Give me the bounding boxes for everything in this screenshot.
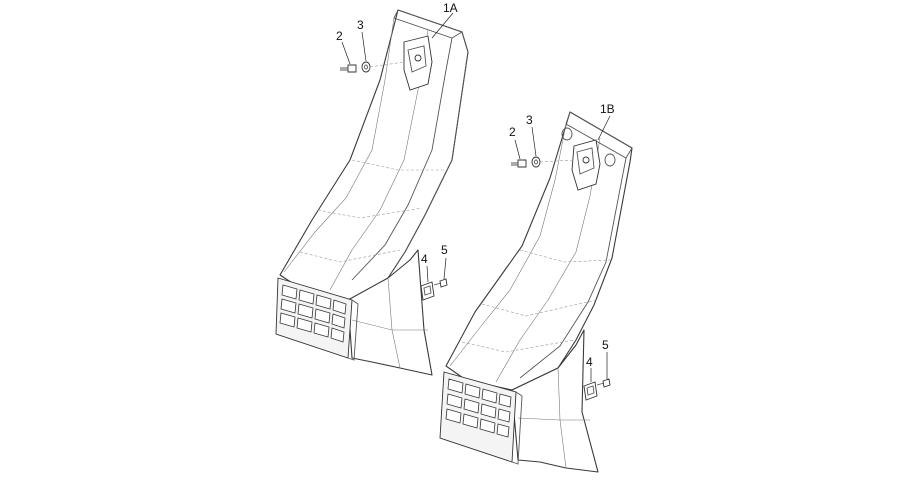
label-5-1a: 5 [441,243,448,257]
mount-hole-right-1b [604,153,616,167]
pillar-trim-panel-1b [439,111,633,473]
label-4-1b: 4 [586,355,593,369]
clip-4-1b [583,381,598,401]
label-4-1a: 4 [421,252,428,266]
label-2-1b: 2 [509,125,516,139]
washer-3-1a [361,61,371,73]
label-1b: 1B [600,102,615,116]
washer-3-1b [531,156,541,168]
label-3-1b: 3 [526,113,533,127]
vent-grille-1b [439,371,523,465]
pillar-trim-panel-1a [275,9,469,376]
screw-2-1a [340,64,357,73]
mount-hole-left-1b [561,127,573,141]
label-1a: 1A [443,1,458,15]
label-3-1a: 3 [357,18,364,32]
bolt-5-1b [596,378,611,388]
mount-plate-1a [403,35,433,91]
mount-plate-1b [571,139,601,191]
clip-4-1a [420,281,435,301]
vent-grille-1a [275,277,359,361]
label-2-1a: 2 [336,29,343,43]
bolt-5-1a [433,278,448,288]
screw-2-1b [511,159,527,168]
label-5-1b: 5 [602,338,609,352]
